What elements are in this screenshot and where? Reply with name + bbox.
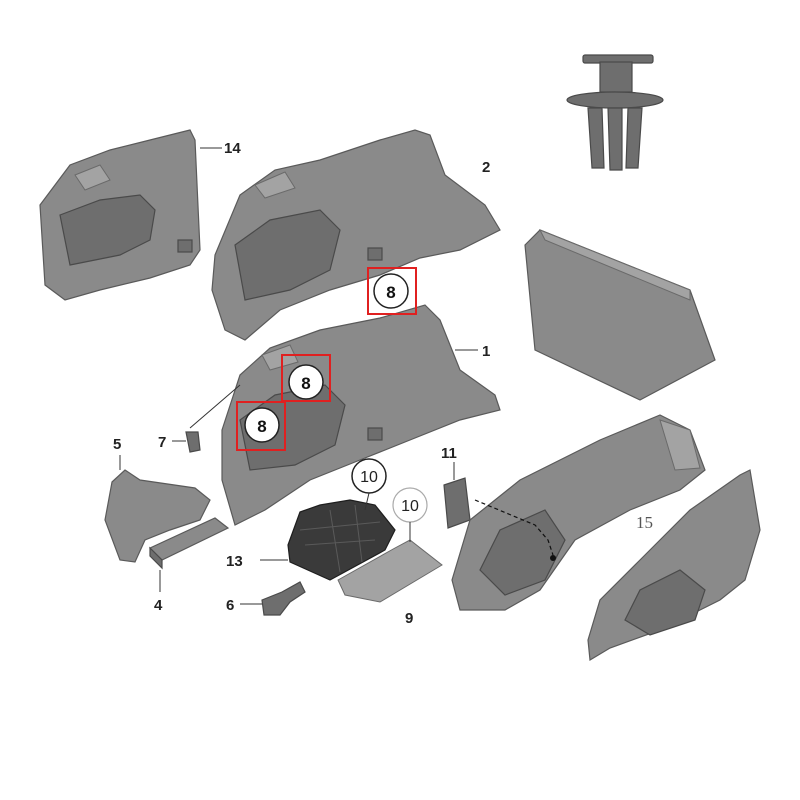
callout-5: 5 [113,436,121,453]
part-2-side-trim [211,129,501,341]
callout-8-top: 8 [367,267,417,315]
svg-text:10: 10 [360,469,378,486]
callout-6: 6 [226,597,234,614]
callout-8-middle: 8 [281,354,331,402]
callout-1: 1 [482,343,490,360]
callout-2: 2 [482,159,490,176]
callout-7: 7 [158,434,166,451]
svg-text:8: 8 [386,283,395,302]
push-clip [566,54,664,171]
callout-13: 13 [226,553,243,570]
callout-4: 4 [154,597,163,614]
part-5-bracket [104,469,211,563]
svg-text:8: 8 [301,374,310,393]
svg-text:8: 8 [257,417,266,436]
part-7-clip [185,384,241,453]
part-11-panel [443,477,471,529]
part-1-side-trim [221,304,501,526]
callout-10-a: 10 [351,458,387,511]
part-4-bar [148,517,230,570]
callout-8-left: 8 [236,401,286,451]
part-14-side-trim [39,129,201,301]
large-lower-trim [451,414,706,611]
svg-text:10: 10 [401,498,419,515]
callout-10-b: 10 [392,487,428,542]
callout-11: 11 [441,445,457,462]
part-13-tray [287,499,396,581]
callout-9: 9 [405,610,413,627]
storage-box [524,229,716,401]
part-6-clip [261,581,306,616]
callout-15: 15 [636,513,653,532]
part-9-tray [337,539,443,603]
fastener-point [550,555,556,561]
callout-14: 14 [224,140,241,157]
part-15-side-trim [587,469,761,662]
